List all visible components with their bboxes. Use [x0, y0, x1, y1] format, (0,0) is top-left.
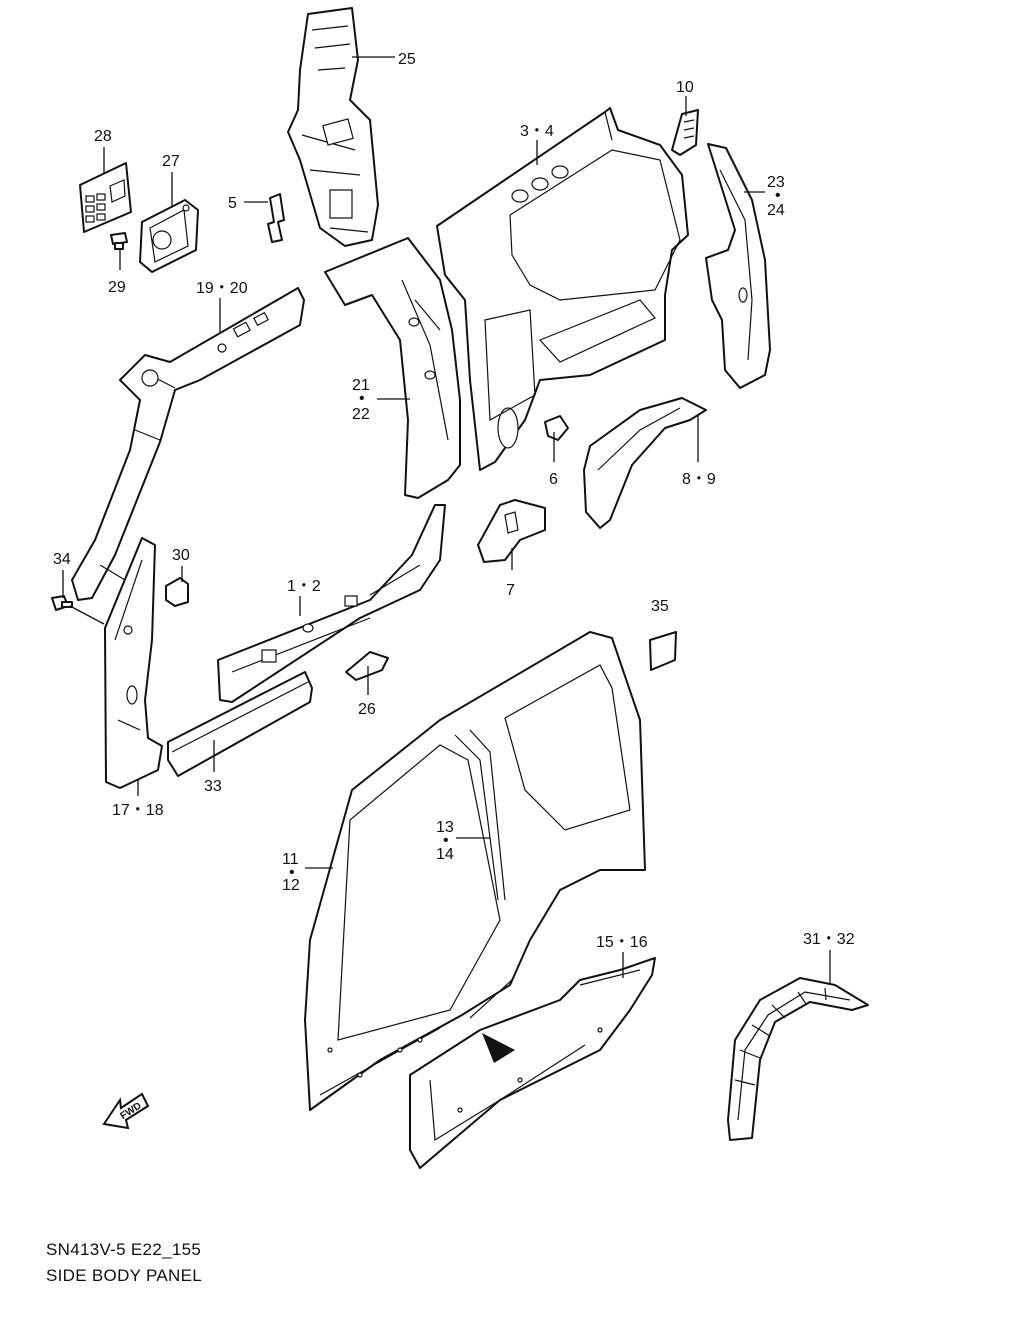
part-34 [51, 595, 73, 611]
callout-31-32: 31・32 [803, 931, 855, 948]
svg-text:•: • [289, 864, 295, 881]
part-26 [345, 651, 389, 681]
part-21-22 [324, 237, 461, 499]
svg-text:21: 21 [352, 377, 370, 394]
leader-lines [62, 56, 831, 985]
callout-11-12: 11 • 12 [282, 851, 300, 894]
callout-26: 26 [358, 701, 376, 718]
part-19-20 [71, 287, 305, 601]
callout-15-16: 15・16 [596, 934, 648, 951]
callout-1-2: 1・2 [287, 578, 321, 595]
callout-19-20: 19・20 [196, 280, 248, 297]
part-7 [477, 499, 546, 563]
svg-text:12: 12 [282, 877, 300, 894]
part-6 [544, 415, 569, 441]
callout-30: 30 [172, 547, 190, 564]
callout-21-22: 21 • 22 [352, 377, 370, 423]
callout-23-24: 23 • 24 [767, 174, 785, 219]
svg-text:23: 23 [767, 174, 785, 191]
part-28 [79, 162, 132, 233]
part-3-4 [436, 107, 689, 471]
callout-25: 25 [398, 51, 416, 68]
callout-29: 29 [108, 279, 126, 296]
part-31-32 [727, 977, 869, 1141]
svg-text:13: 13 [436, 819, 454, 836]
svg-text:•: • [775, 187, 781, 204]
callout-17-18: 17・18 [112, 802, 164, 819]
part-15-16 [409, 957, 656, 1169]
callout-5: 5 [228, 195, 237, 212]
callout-33: 33 [204, 778, 222, 795]
callout-7: 7 [506, 582, 515, 599]
callout-8-9: 8・9 [682, 471, 716, 488]
diagram-title: SIDE BODY PANEL [46, 1266, 202, 1285]
callout-10: 10 [676, 79, 694, 96]
svg-text:22: 22 [352, 406, 370, 423]
part-30 [165, 577, 189, 607]
callout-13-14: 13 • 14 [436, 819, 454, 863]
part-10 [671, 109, 699, 156]
part-8-9 [583, 397, 707, 529]
svg-text:•: • [359, 390, 365, 407]
direction-marker [482, 1033, 515, 1063]
svg-text:24: 24 [767, 202, 785, 219]
part-1-2 [217, 504, 446, 703]
svg-text:•: • [443, 832, 449, 849]
part-29 [110, 232, 128, 250]
callout-35: 35 [651, 598, 669, 615]
part-25 [287, 7, 379, 247]
callout-28: 28 [94, 128, 112, 145]
svg-text:14: 14 [436, 846, 454, 863]
diagram-code: SN413V-5 E22_155 [46, 1240, 202, 1259]
part-5 [267, 193, 285, 243]
part-33 [167, 671, 313, 777]
callout-3-4: 3・4 [520, 123, 554, 140]
svg-text:11: 11 [282, 851, 299, 868]
part-11-12-13-14 [304, 631, 646, 1111]
callout-labels: 25 28 27 29 5 3・4 10 23 • 24 19・20 21 • … [53, 51, 855, 951]
callout-27: 27 [162, 153, 180, 170]
part-35 [649, 631, 677, 671]
fwd-arrow-icon: FWD [102, 1092, 150, 1130]
callout-6: 6 [549, 471, 558, 488]
part-17-18 [104, 537, 163, 789]
part-23-24 [705, 143, 771, 389]
part-27 [139, 199, 199, 273]
callout-34: 34 [53, 551, 71, 568]
